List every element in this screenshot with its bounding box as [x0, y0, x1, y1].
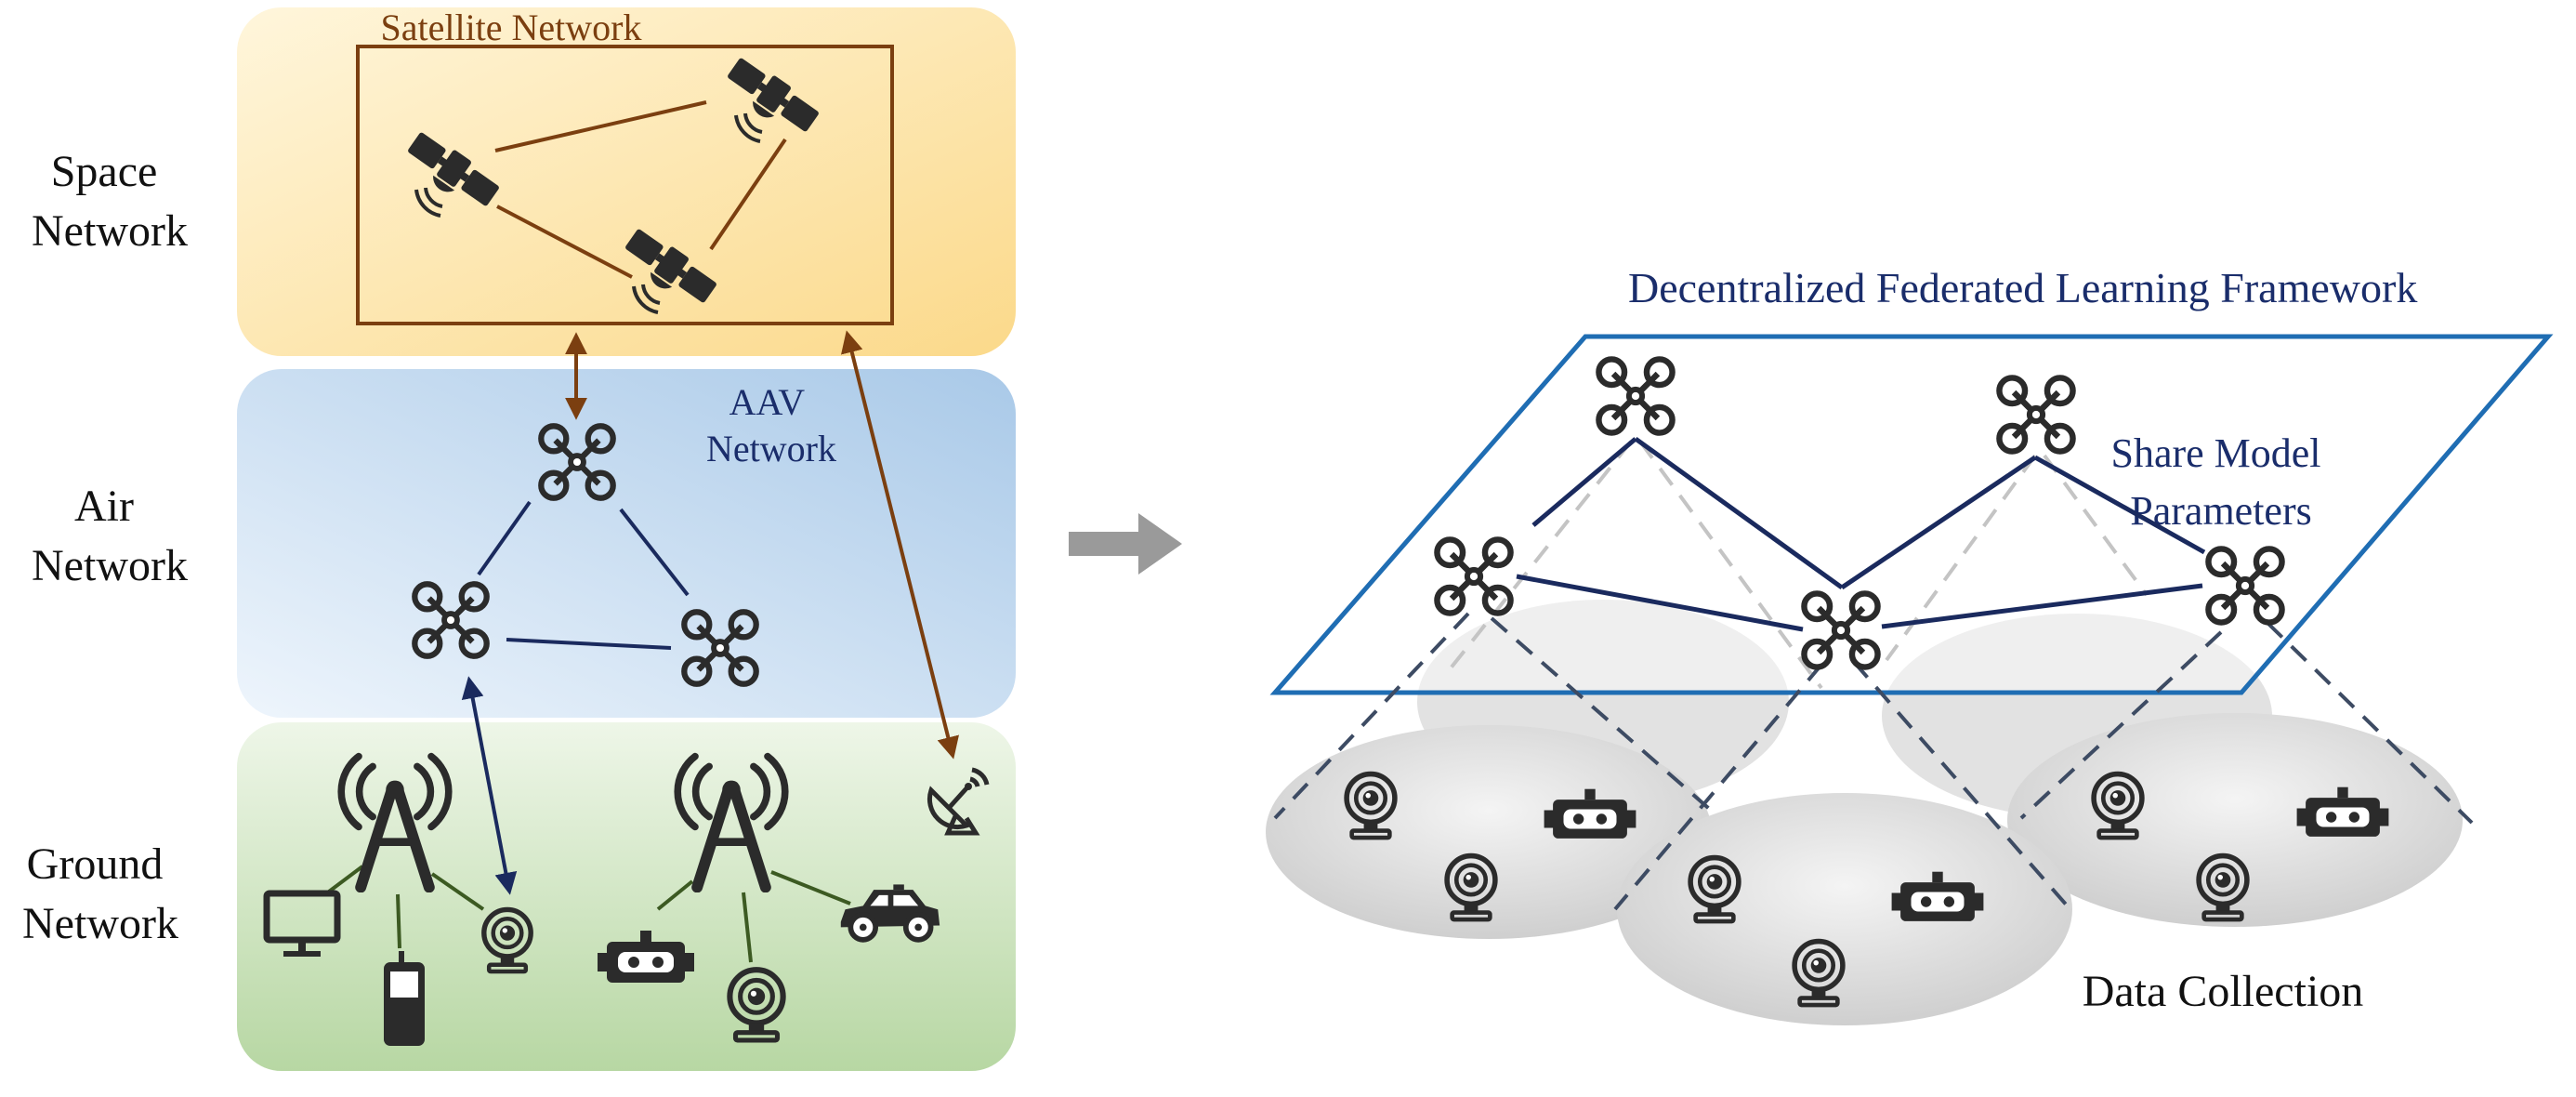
satellite-link: [496, 205, 633, 279]
space-network-label: Space Network: [32, 147, 188, 256]
left-panel: Space Network Air Network Ground Network…: [22, 7, 1016, 1071]
ground-link: [770, 870, 851, 905]
space-network-band: [237, 7, 1016, 356]
framework-plane: [1269, 334, 2554, 695]
projection-line: [1490, 616, 1716, 815]
aav-ground-arrow: [461, 676, 518, 895]
projection-line: [1852, 660, 2070, 908]
federated-link: [2033, 455, 2206, 555]
projection-line: [2043, 454, 2149, 597]
aav-link: [477, 500, 532, 576]
aav-link: [506, 638, 672, 650]
satellite-network-box: [356, 45, 894, 325]
ground-link: [430, 872, 485, 911]
ground-network-band: [237, 722, 1016, 1071]
ground-link: [323, 865, 364, 896]
projection-line: [1613, 663, 1823, 911]
projection-line: [2019, 630, 2223, 820]
data-cluster-ellipse: [1617, 793, 2072, 1025]
federated-link: [1840, 455, 2037, 590]
projection-line: [1638, 440, 1823, 690]
satellite-ground-arrow: [841, 330, 959, 760]
data-collection-label: Data Collection: [2083, 967, 2364, 1016]
satellite-network-label: Satellite Network: [380, 7, 641, 48]
data-cluster-ellipse: [1266, 725, 1712, 939]
arrow-right-icon: [1069, 513, 1182, 575]
projection-line: [1448, 440, 1633, 671]
projection-line: [1885, 454, 2037, 662]
aav-link: [619, 508, 690, 597]
satellite-link: [709, 138, 787, 251]
ground-link: [742, 892, 753, 963]
projection-line: [1273, 612, 1470, 820]
ground-link: [396, 893, 401, 949]
federated-link: [1634, 436, 1844, 590]
ground-network-label: Ground Network: [22, 839, 178, 948]
federated-link: [1531, 437, 1637, 527]
data-cluster-ellipse: [2007, 713, 2463, 927]
projection-line: [2266, 621, 2474, 825]
framework-title: Decentralized Federated Learning Framewo…: [1628, 264, 2417, 311]
mobile-phone-icon: [384, 951, 425, 1046]
aav-network-label: AAV Network: [706, 381, 836, 469]
air-network-label: Air Network: [32, 482, 188, 590]
federated-link: [1881, 583, 2203, 629]
ground-link: [656, 879, 694, 911]
satellite-link: [494, 100, 707, 152]
federated-link: [1516, 574, 1804, 632]
right-panel: Decentralized Federated Learning Framewo…: [1266, 264, 2554, 1025]
